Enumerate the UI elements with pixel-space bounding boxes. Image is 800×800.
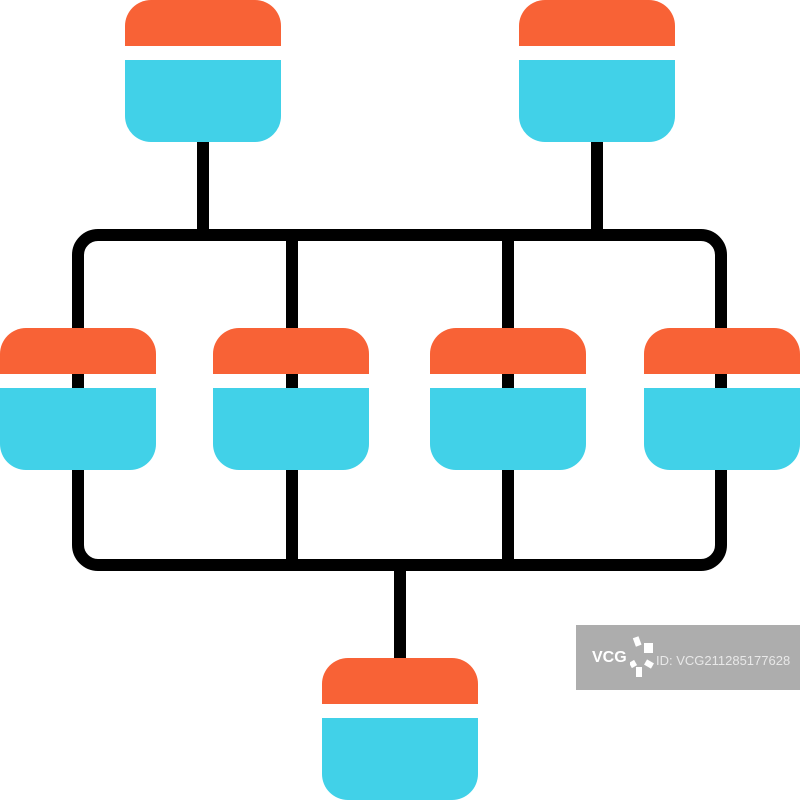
node-mid-2 [213,328,369,470]
node-mid-3 [430,328,586,470]
watermark-id: ID: VCG211285177628 [656,653,791,668]
burst-icon [630,636,654,677]
node-mid-1 [0,328,156,470]
watermark-logo: VCG [592,649,627,666]
node-top-right [519,0,675,142]
bus-frame [72,229,727,571]
node-bottom [322,658,478,800]
node-mid-4 [644,328,800,470]
node-top-left [125,0,281,142]
watermark: VCG ID: VCG211285177628 [576,625,800,690]
